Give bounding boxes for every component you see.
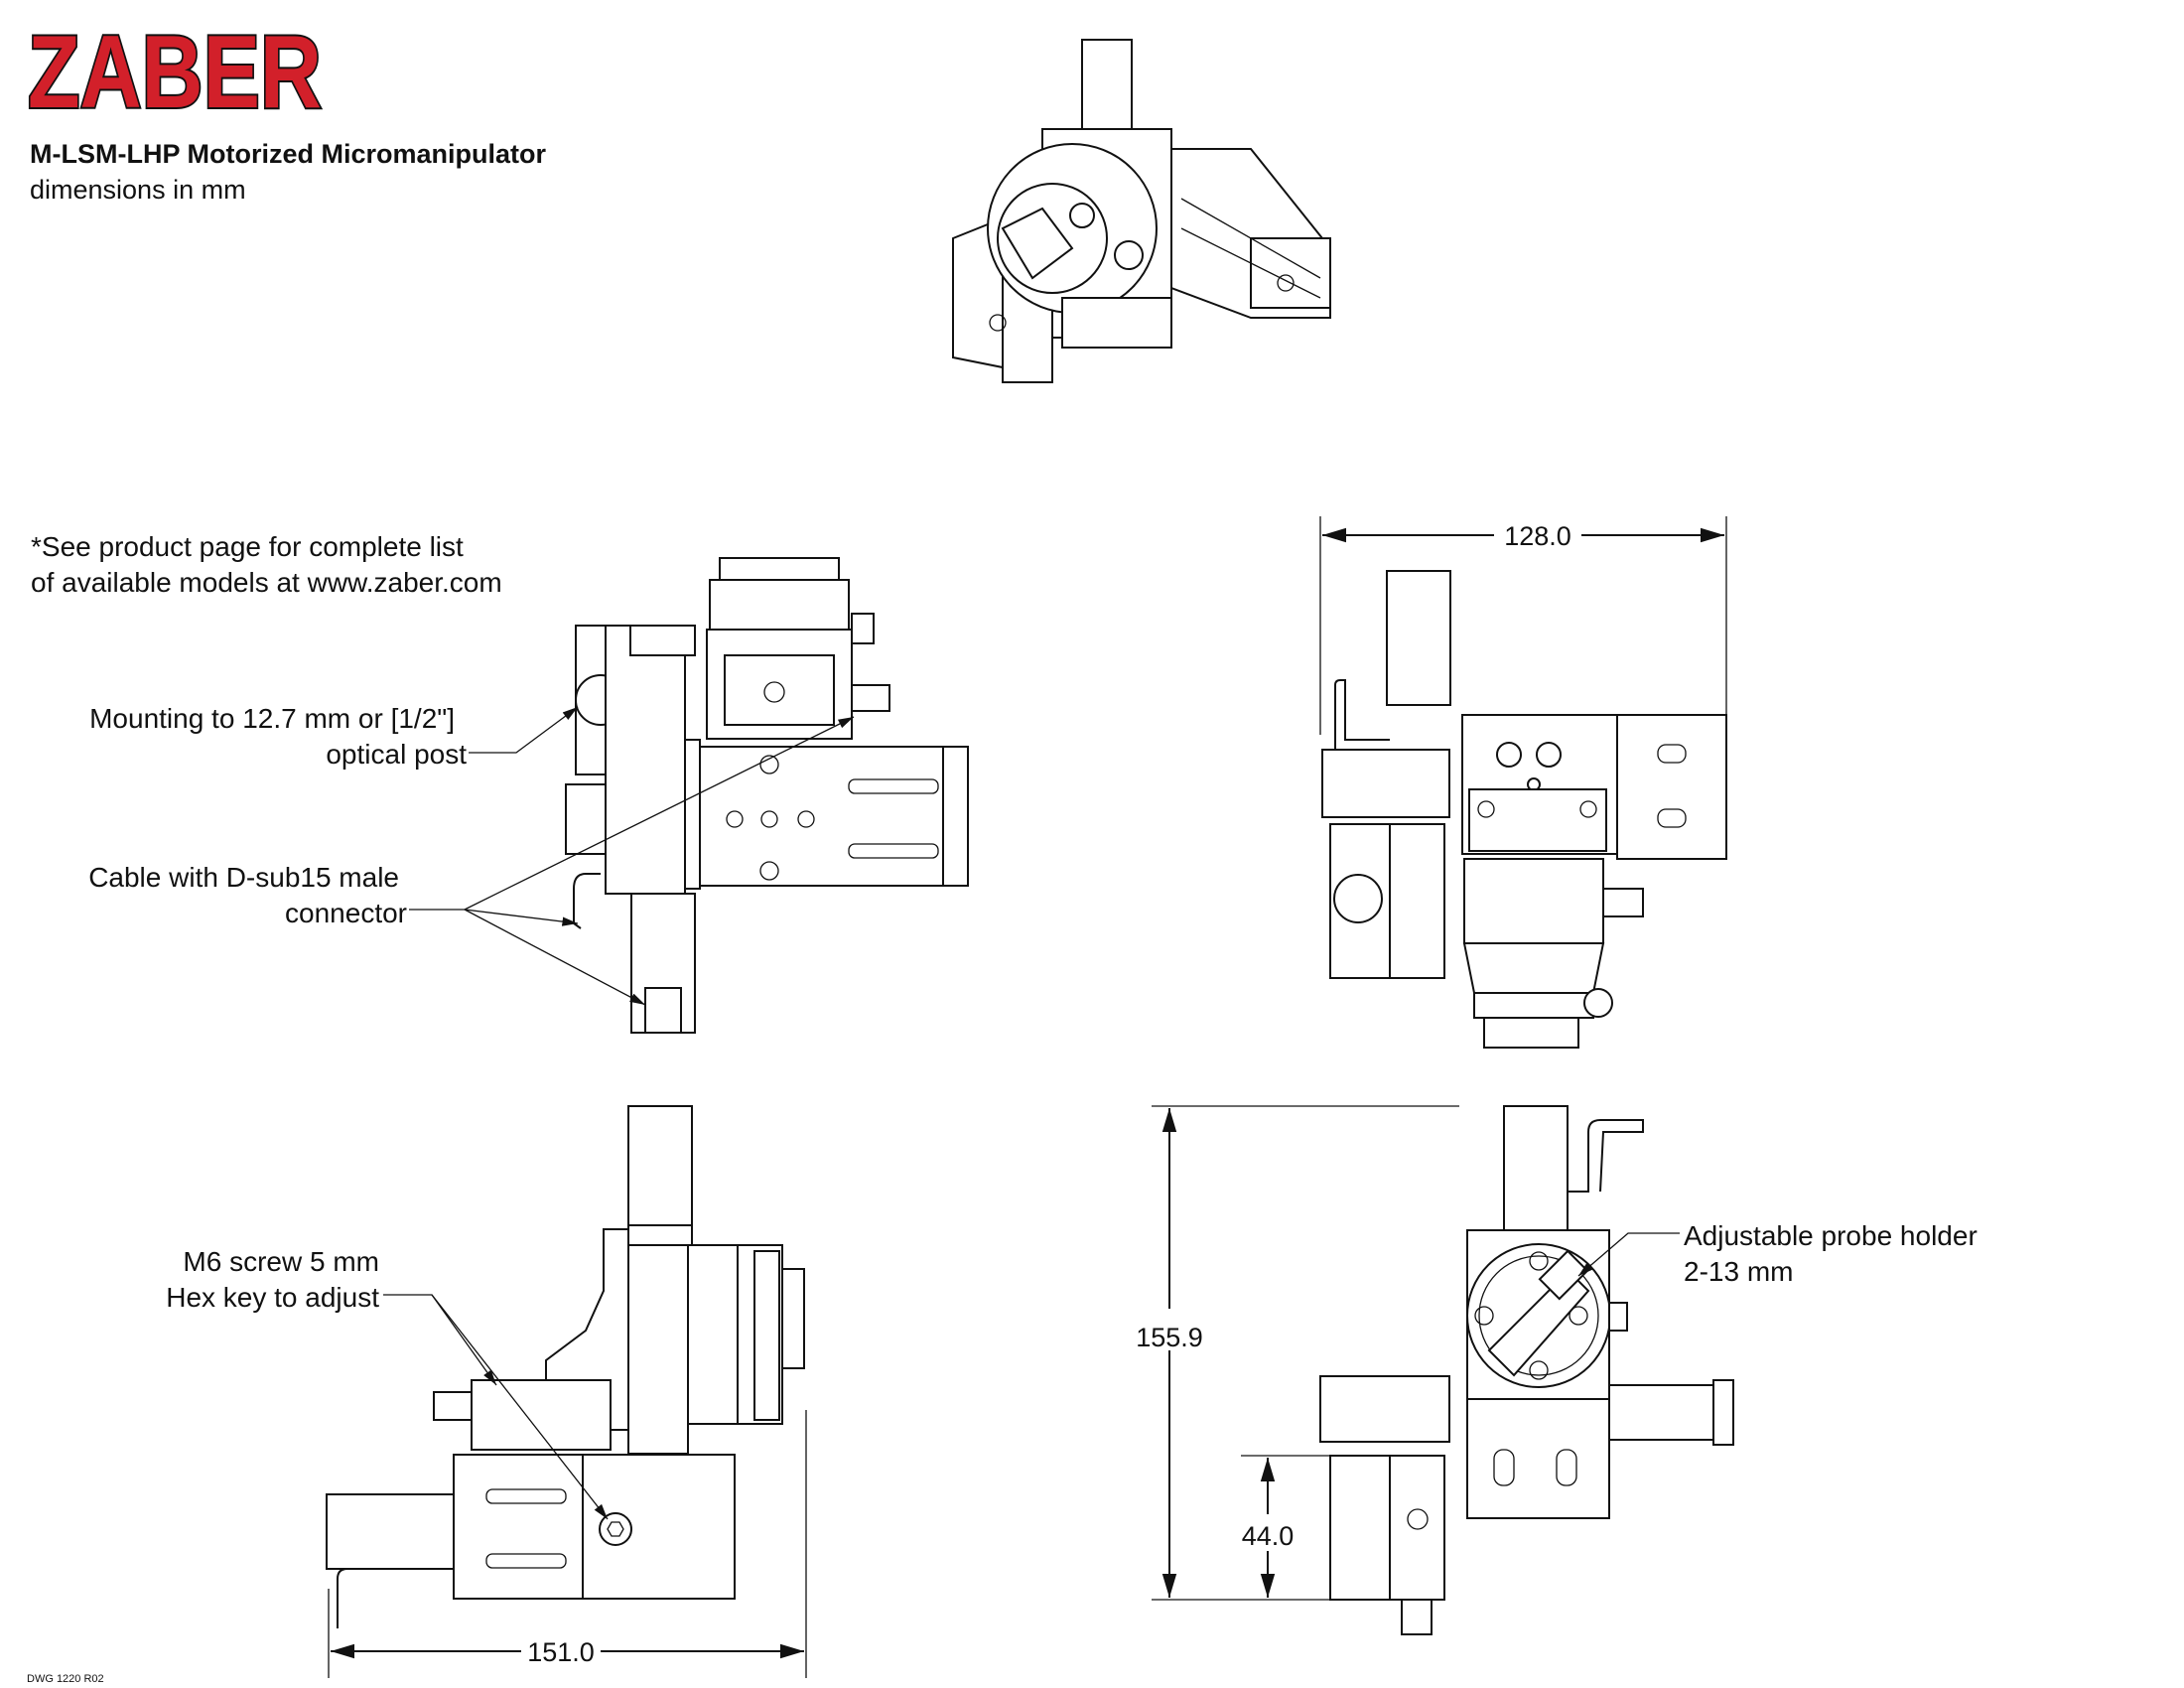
- dimension-width-bottom: 151.0: [527, 1637, 595, 1667]
- isometric-view: [952, 39, 1331, 383]
- top-view-right: 128.0: [1319, 516, 1727, 1049]
- drawing-number: DWG 1220 R02: [27, 1673, 104, 1685]
- side-view-left: [565, 557, 969, 1034]
- zaber-logo: ZABER: [26, 13, 324, 132]
- models-note-line1: *See product page for complete list: [31, 531, 464, 562]
- dimension-height: 155.9: [1136, 1323, 1203, 1352]
- cable-leaders: [409, 716, 855, 1006]
- probe-callout-line2: 2-13 mm: [1684, 1256, 1793, 1287]
- probe-leader: [1577, 1232, 1680, 1277]
- screw-leader-2: [431, 1294, 497, 1386]
- screw-callout-line1: M6 screw 5 mm: [183, 1246, 379, 1277]
- svg-text:ZABER: ZABER: [28, 15, 322, 130]
- cable-callout-line2: connector: [285, 898, 407, 928]
- drawing-title: M-LSM-LHP Motorized Micromanipulator: [30, 139, 546, 169]
- probe-callout-line1: Adjustable probe holder: [1684, 1220, 1978, 1251]
- mounting-callout-line2: optical post: [326, 739, 467, 770]
- cable-callout-line1: Cable with D-sub15 male: [88, 862, 399, 893]
- screw-callout-line2: Hex key to adjust: [166, 1282, 379, 1313]
- dimension-width-top: 128.0: [1504, 521, 1571, 551]
- front-view-right: [1319, 1105, 1734, 1635]
- front-view-left: [326, 1105, 805, 1628]
- units-note: dimensions in mm: [30, 175, 246, 205]
- dimension-height-small: 44.0: [1242, 1521, 1295, 1551]
- mounting-callout-line1: Mounting to 12.7 mm or [1/2"]: [89, 703, 455, 734]
- mounting-leader: [469, 706, 579, 754]
- models-note-line2: of available models at www.zaber.com: [31, 567, 502, 598]
